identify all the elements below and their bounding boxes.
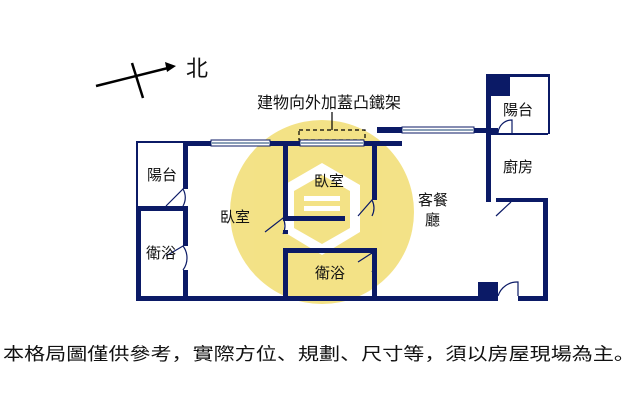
watermark-logo: [230, 120, 414, 304]
walls: [136, 74, 550, 301]
room-bath-left: 衛浴: [146, 244, 176, 262]
north-arrow-icon: [95, 62, 176, 99]
room-balcony-left: 陽台: [147, 166, 177, 184]
room-living-dining-line2: 廳: [425, 211, 440, 229]
disclaimer-text: 本格局圖僅供參考，實際方位、規劃、尺寸等，須以房屋現場為主。: [3, 345, 635, 365]
north-label: 北: [186, 57, 208, 82]
room-bedroom-left: 臥室: [220, 208, 250, 226]
annotation-text: 建物向外加蓋凸鐵架: [257, 93, 401, 112]
doors: [165, 119, 519, 297]
room-kitchen: 廚房: [503, 158, 533, 176]
room-bath-center: 衛浴: [315, 264, 345, 282]
room-bedroom-center: 臥室: [314, 172, 344, 190]
room-living-dining-line1: 客餐: [418, 191, 448, 209]
windows: [210, 126, 475, 147]
room-balcony-right: 陽台: [503, 101, 533, 119]
